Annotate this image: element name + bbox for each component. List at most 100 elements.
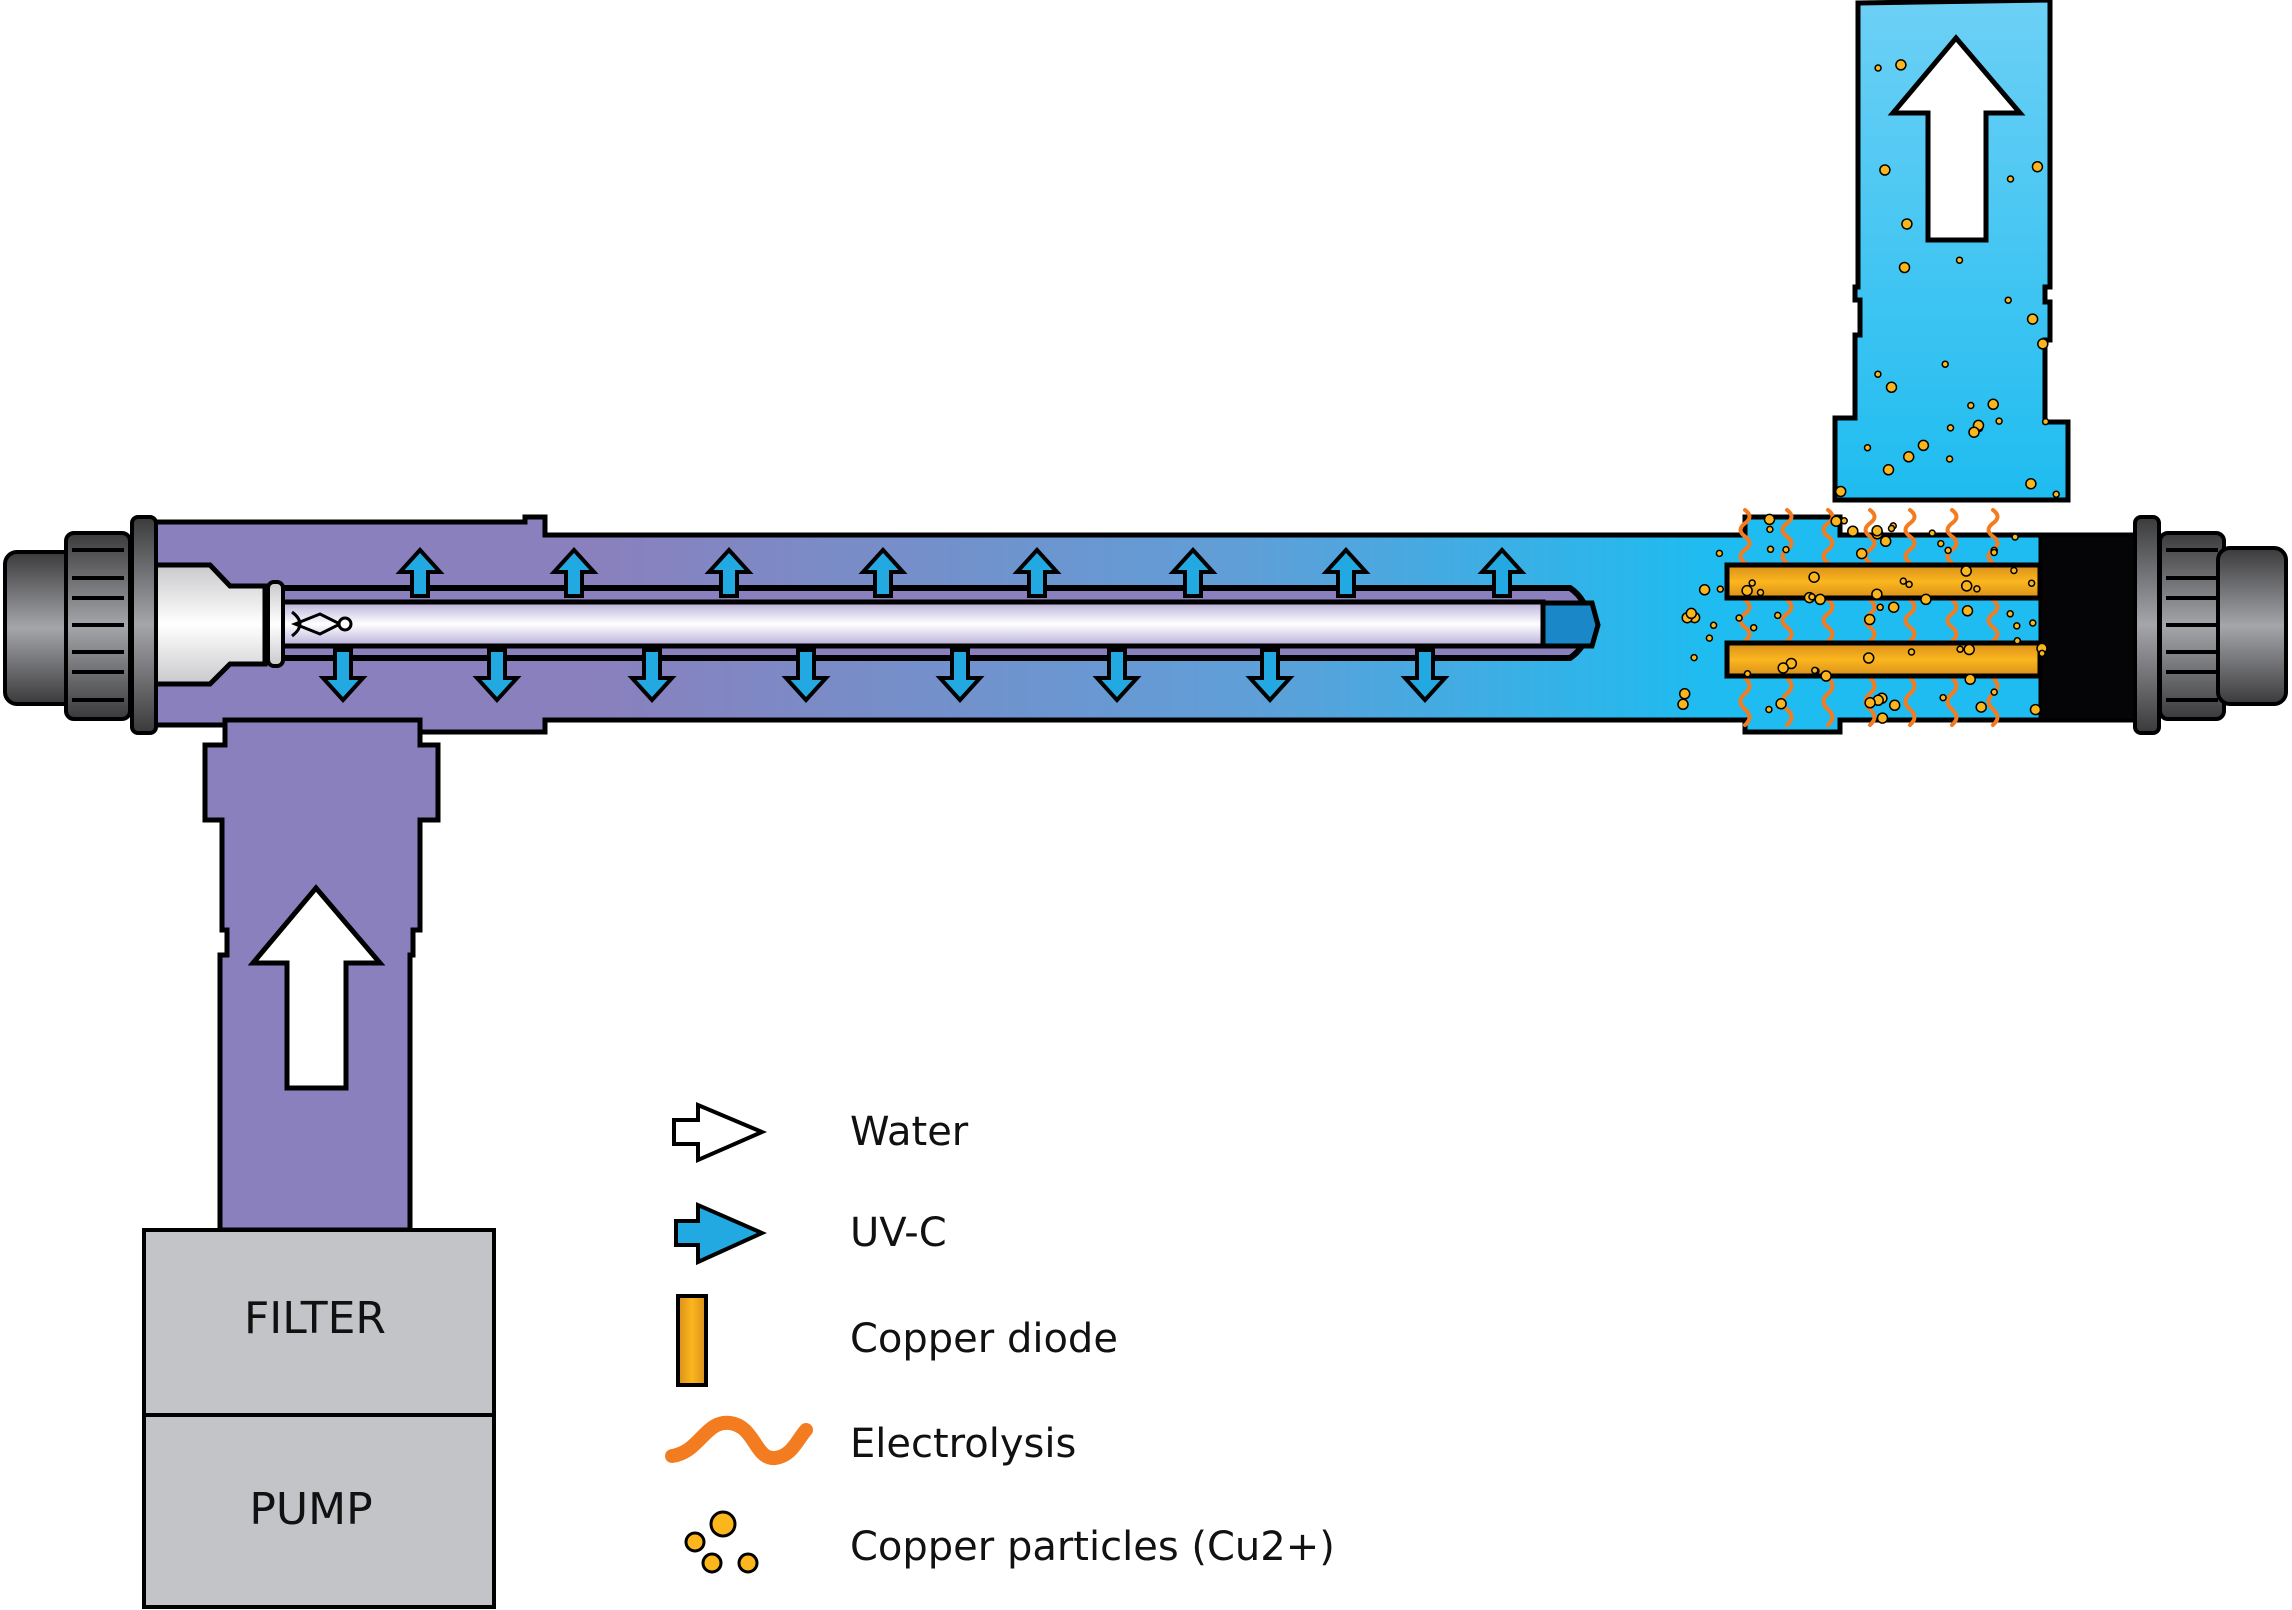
electrolysis-wave bbox=[1903, 508, 1917, 565]
copper-particle bbox=[2004, 296, 2012, 304]
copper-particle bbox=[1987, 398, 1999, 411]
uvc-arrow-down bbox=[1400, 648, 1450, 703]
copper-particle bbox=[2013, 622, 2021, 630]
copper-particle bbox=[1863, 613, 1876, 626]
uvc-arrow-down bbox=[1245, 648, 1295, 703]
copper-particle bbox=[1939, 693, 1947, 702]
copper-particle bbox=[1995, 417, 2003, 425]
copper-particle bbox=[1956, 645, 1964, 653]
outlet-pipe bbox=[1832, 0, 2071, 503]
copper-particle bbox=[1973, 585, 1981, 593]
copper-particle bbox=[1863, 443, 1872, 452]
copper-particle bbox=[1898, 261, 1911, 274]
water-arrow-inlet bbox=[247, 884, 386, 1091]
copper-particle bbox=[1928, 529, 1936, 537]
copper-particle bbox=[1961, 605, 1974, 617]
copper-particle bbox=[1879, 164, 1891, 176]
copper-particle bbox=[1741, 584, 1753, 597]
electrolysis-group bbox=[1738, 508, 2000, 727]
copper-particle bbox=[1887, 524, 1896, 533]
copper-particle bbox=[1705, 634, 1714, 642]
electrolysis-wave bbox=[1780, 598, 1794, 643]
legend-label-copper-particles: Copper particles (Cu2+) bbox=[850, 1524, 1335, 1570]
copper-particle bbox=[1960, 565, 1972, 577]
copper-particle bbox=[1709, 621, 1718, 630]
copper-particle bbox=[1698, 584, 1711, 596]
copper-particle bbox=[2013, 637, 2022, 645]
uvc-arrow-down bbox=[781, 648, 831, 703]
copper-particle bbox=[1975, 701, 1987, 713]
copper-particle bbox=[1895, 59, 1907, 71]
electrolysis-wave bbox=[1903, 676, 1917, 727]
copper-particle bbox=[1677, 698, 1689, 711]
copper-particle bbox=[1766, 545, 1775, 554]
uvc-arrow-down bbox=[935, 648, 985, 703]
uvc-arrow-up bbox=[549, 547, 599, 598]
copper-particle bbox=[1901, 218, 1913, 230]
copper-particle bbox=[1946, 424, 1955, 432]
copper-particle bbox=[2041, 417, 2050, 426]
copper-particle bbox=[1756, 588, 1765, 597]
copper-particle bbox=[1811, 666, 1819, 675]
uvc-arrow-up bbox=[858, 547, 908, 598]
copper-particle bbox=[1887, 601, 1900, 613]
copper-particle bbox=[2026, 313, 2039, 325]
copper-particle bbox=[2029, 619, 2037, 627]
electrolysis-wave bbox=[1986, 676, 2000, 727]
copper-particle bbox=[2006, 610, 2014, 618]
electrolysis-wave bbox=[1945, 676, 1959, 727]
copper-particle bbox=[1855, 547, 1868, 560]
copper-particle bbox=[1814, 593, 1826, 606]
copper-particle bbox=[2010, 566, 2018, 575]
copper-particle bbox=[1905, 580, 1913, 589]
copper-particle bbox=[1830, 515, 1842, 527]
copper-particle bbox=[2029, 703, 2042, 716]
copper-particle bbox=[1775, 698, 1787, 710]
electrolysis-wave bbox=[1738, 676, 1752, 727]
copper-particle bbox=[1937, 539, 1945, 548]
uv-lamp-end-cap bbox=[1540, 600, 1601, 649]
filter-label: FILTER bbox=[244, 1293, 386, 1344]
copper-particle bbox=[1874, 64, 1882, 72]
copper-particle bbox=[1876, 603, 1884, 612]
copper-particle bbox=[1820, 670, 1832, 682]
copper-particle bbox=[1874, 370, 1882, 378]
lamp-filament bbox=[290, 610, 353, 638]
copper-particle bbox=[1945, 455, 1954, 463]
uvc-arrow-down bbox=[1092, 648, 1142, 703]
copper-particles-group bbox=[1677, 59, 2060, 724]
copper-particle bbox=[1834, 485, 1847, 498]
uv-lamp bbox=[265, 599, 1546, 649]
pump-box bbox=[142, 1413, 496, 1609]
left-union-fitting bbox=[3, 515, 158, 735]
copper-particle bbox=[1960, 580, 1973, 592]
copper-particle bbox=[2011, 533, 2019, 541]
uvc-arrow-up bbox=[1321, 547, 1371, 598]
copper-particle bbox=[2037, 338, 2049, 350]
copper-diode-bottom bbox=[1724, 640, 2043, 679]
electrolysis-wave-icon bbox=[665, 1415, 813, 1465]
copper-particle bbox=[1743, 670, 1752, 678]
copper-particle bbox=[1968, 426, 1980, 438]
copper-particle bbox=[1808, 593, 1816, 601]
copper-particle bbox=[1907, 648, 1916, 656]
copper-particle bbox=[1963, 643, 1975, 656]
copper-particle bbox=[1871, 588, 1883, 600]
copper-particle bbox=[2006, 175, 2015, 183]
right-union-fitting bbox=[2133, 515, 2288, 735]
legend-label-water: Water bbox=[850, 1109, 969, 1155]
copper-particle bbox=[1808, 571, 1820, 583]
copper-particle bbox=[1765, 705, 1773, 714]
copper-particle bbox=[1862, 652, 1875, 664]
electrolysis-wave bbox=[1821, 598, 1835, 643]
copper-particle bbox=[1847, 525, 1859, 537]
socket-ring bbox=[266, 580, 285, 668]
electrolysis-wave bbox=[1986, 508, 2000, 565]
legend-label-electrolysis: Electrolysis bbox=[850, 1421, 1076, 1467]
lamp-socket bbox=[152, 562, 268, 687]
copper-particle bbox=[2052, 490, 2060, 499]
copper-particles-icon bbox=[684, 1510, 759, 1574]
electrolysis-wave bbox=[1780, 508, 1794, 565]
copper-diode-top bbox=[1724, 562, 2043, 601]
uvc-arrow-down bbox=[472, 648, 522, 703]
